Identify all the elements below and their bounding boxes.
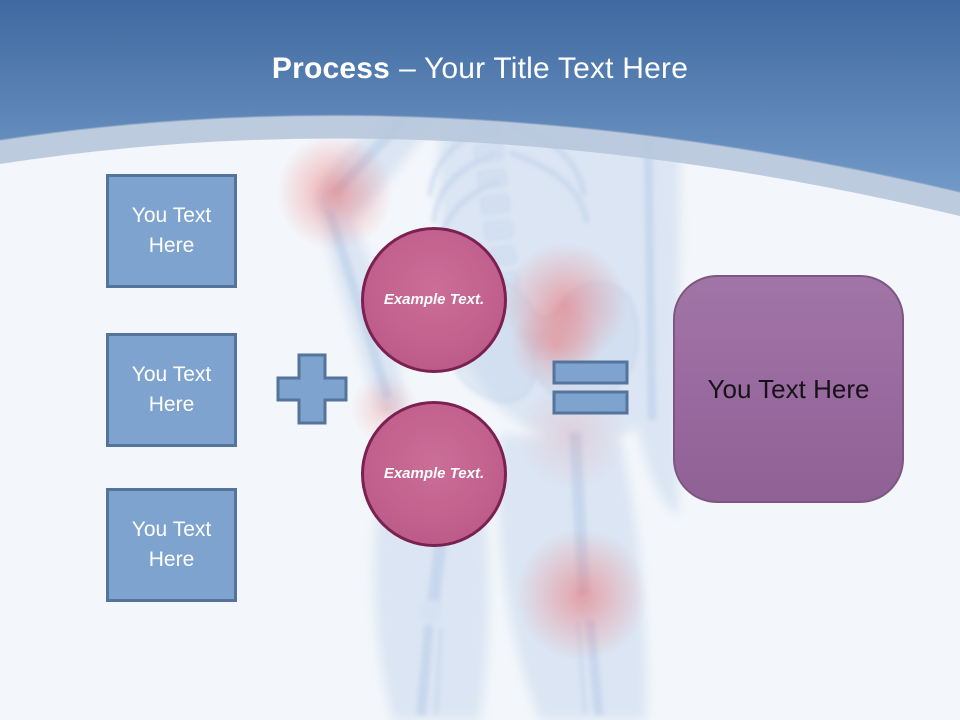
input-box-2-label: You Text Here: [131, 362, 212, 416]
example-circle-1[interactable]: Example Text.: [361, 227, 507, 373]
result-box-label: You Text Here: [707, 373, 870, 404]
equals-icon: [552, 360, 629, 415]
input-box-3-label: You Text Here: [131, 517, 212, 571]
title-highlight: Process: [271, 52, 391, 85]
example-circle-1-label: Example Text.: [383, 291, 485, 309]
input-box-3[interactable]: You Text Here: [106, 488, 237, 602]
plus-icon: [276, 353, 348, 425]
input-box-2[interactable]: You Text Here: [106, 333, 237, 447]
example-circle-2[interactable]: Example Text.: [361, 401, 507, 547]
example-circle-2-label: Example Text.: [383, 465, 485, 483]
slide-title: Process– Your Title Text Here: [0, 52, 960, 86]
title-text: – Your Title Text Here: [399, 52, 689, 85]
result-box[interactable]: You Text Here: [673, 275, 904, 503]
input-box-1-label: You Text Here: [131, 203, 212, 257]
input-box-1[interactable]: You Text Here: [106, 174, 237, 288]
